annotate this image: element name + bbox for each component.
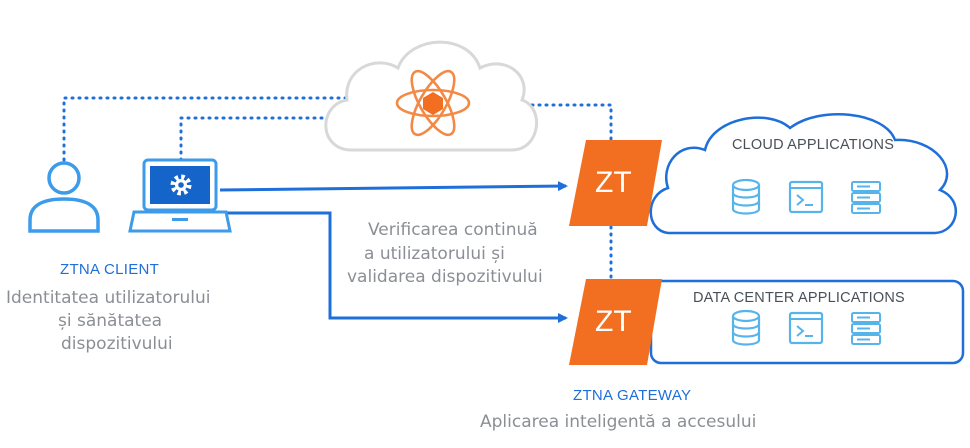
zt-badge-label-datacenter: ZT: [595, 305, 632, 338]
atom-cloud-icon: [324, 40, 538, 152]
cloud-applications-title: CLOUD APPLICATIONS: [732, 137, 895, 153]
arrow-to-cloud-gateway: [219, 181, 568, 192]
ztna-gateway-title: ZTNA GATEWAY: [573, 387, 692, 404]
zt-badge-label-cloud: ZT: [595, 166, 632, 199]
ztna-client-title: ZTNA CLIENT: [60, 261, 160, 278]
solid-arrows: [219, 181, 568, 323]
data-center-applications-title: DATA CENTER APPLICATIONS: [693, 290, 905, 306]
server-icon: [851, 181, 881, 214]
user-icon: [28, 161, 100, 233]
arrow-to-dc-gateway: [220, 211, 568, 323]
datacenter-app-icons: [731, 309, 881, 346]
verification-desc-line2: a utilizatorului și: [364, 244, 505, 264]
ztna-client-desc-line2: și sănătatea: [58, 311, 163, 331]
terminal-icon: [788, 180, 824, 214]
database-icon: [731, 309, 761, 346]
dotted-line-cloud-gateway: [530, 103, 613, 142]
dotted-line-laptop-cloud: [179, 116, 332, 162]
ztna-client-desc-line3: dispozitivului: [61, 334, 173, 354]
dotted-connectors: [62, 96, 613, 280]
server-icon: [851, 312, 881, 345]
cloud-app-icons: [731, 178, 881, 215]
terminal-icon: [788, 311, 824, 345]
gear-icon: [170, 174, 192, 196]
database-icon: [731, 178, 761, 215]
cloud-applications-cloud: [649, 112, 957, 235]
laptop-gear-icon: [128, 158, 232, 233]
ztna-gateway-desc: Aplicarea inteligentă a accesului: [480, 412, 757, 432]
zt-badge-cloud: [569, 140, 662, 226]
verification-desc-line1: Verificarea continuă: [368, 220, 538, 240]
verification-desc-line3: validarea dispozitivului: [347, 267, 543, 287]
dotted-line-user-cloud: [62, 96, 348, 162]
zt-badge-datacenter: [569, 279, 662, 365]
atom-icon: [395, 69, 471, 137]
ztna-client-desc-line1: Identitatea utilizatorului: [6, 288, 211, 308]
